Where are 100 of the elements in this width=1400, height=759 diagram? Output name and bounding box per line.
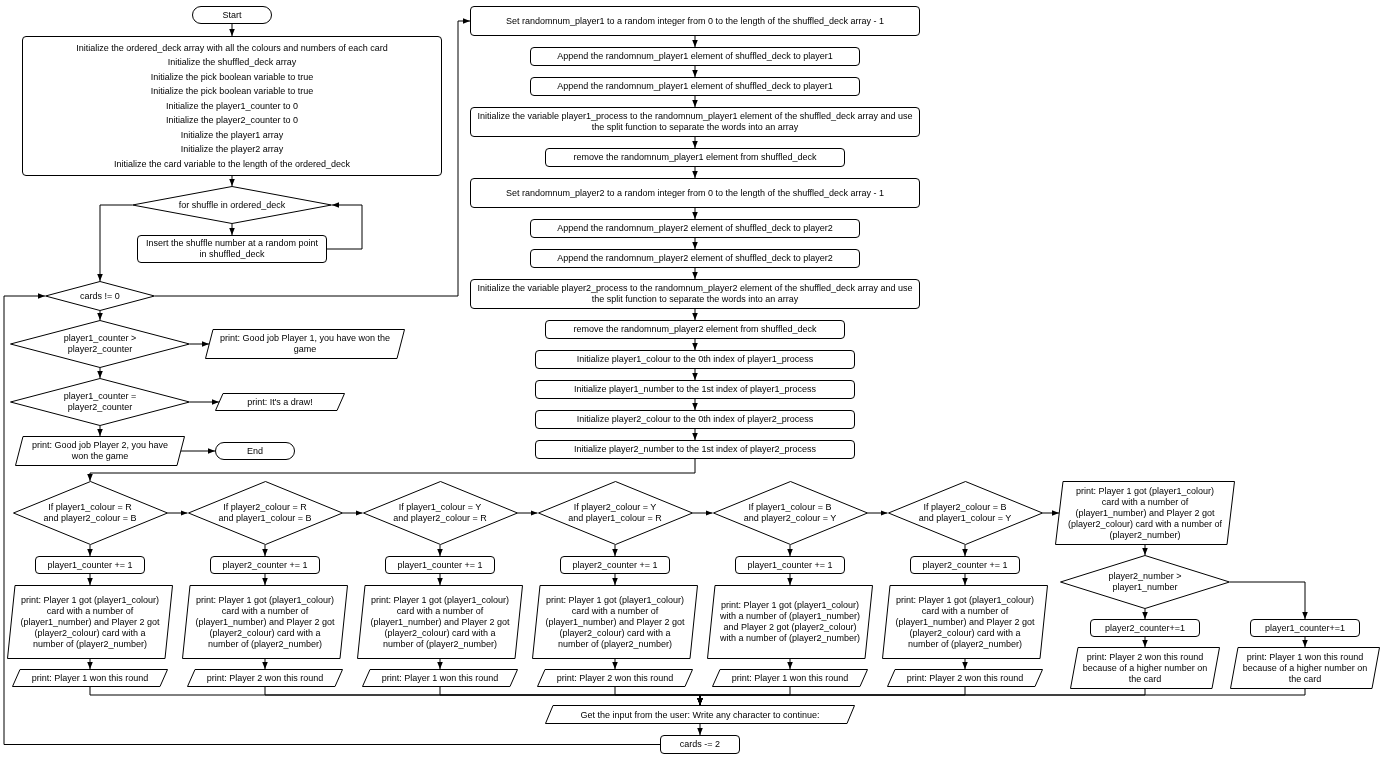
arrow	[697, 723, 703, 736]
arrow	[612, 573, 618, 586]
arrow	[437, 544, 443, 557]
arrow	[97, 310, 103, 321]
arrow	[154, 18, 471, 297]
arrow	[189, 341, 210, 347]
instruction-text: Initialize the ordered_deck array with all the colours and numbers of each card	[76, 42, 388, 54]
decision-diamond: for shuffle in ordered_deck	[132, 186, 332, 224]
arrow	[787, 573, 793, 586]
instruction-text: Initialize the pick boolean variable to true	[150, 71, 314, 83]
process-box: Initialize the variable player1_process to the randomnum_player1 element of the shuffled_deck array and use the split function to separate the words into an array	[470, 107, 920, 137]
process-box: Append the randomnum_player1 element of shuffled_deck to player1	[530, 77, 860, 96]
arrow	[612, 544, 618, 557]
arrow	[787, 658, 793, 670]
arrow	[1042, 510, 1060, 516]
process-box: player1_counter += 1	[735, 556, 845, 574]
process-box: Initialize player1_number to the 1st index of player1_process	[535, 380, 855, 399]
arrow	[692, 267, 698, 280]
io-parallelogram: print: Player 1 got (player1_colour) card with a number of (player1_number) and Player 2 got (player2_colour) card with a number of (player2_number)	[357, 585, 523, 659]
arrow	[97, 204, 133, 282]
io-parallelogram: print: Player 1 won this round	[12, 669, 168, 687]
decision-diamond: If player1_colour = Y and player2_colour = R	[362, 481, 518, 545]
io-parallelogram: print: Player 2 won this round	[187, 669, 343, 687]
arrow	[437, 658, 443, 670]
arrow	[87, 658, 93, 670]
arrow	[229, 223, 235, 236]
process-box: player2_counter += 1	[910, 556, 1020, 574]
arrow	[692, 35, 698, 48]
arrow	[262, 658, 268, 670]
io-parallelogram: print: It's a draw!	[215, 393, 345, 411]
process-box: Initialize player1_colour to the 0th index of player1_process	[535, 350, 855, 369]
io-parallelogram: print: Player 1 got (player1_colour) card with a number of (player1_number) and Player 2 got (player2_colour) card with a number of (player2_number)	[182, 585, 348, 659]
io-parallelogram: print: Player 1 won this round because of a higher number on the card	[1230, 647, 1380, 689]
io-parallelogram: print: Player 1 got (player1_colour) card with a number of (player1_number) and Player 2 got (player2_colour) card with a number of (player2_number)	[1055, 481, 1235, 545]
decision-diamond: If player2_colour = R and player1_colour = B	[187, 481, 343, 545]
arrow	[692, 95, 698, 108]
arrow	[692, 308, 698, 321]
decision-diamond: player1_counter = player2_counter	[10, 378, 190, 426]
process-box: Set randomnum_player1 to a random integer from 0 to the length of the shuffled_deck array - 1	[470, 6, 920, 36]
arrow	[167, 510, 188, 516]
process-box: Initialize player2_colour to the 0th index of player2_process	[535, 410, 855, 429]
arrow	[189, 399, 220, 405]
decision-diamond: player2_number > player1_number	[1060, 555, 1230, 609]
arrow	[1229, 581, 1308, 620]
arrow	[437, 573, 443, 586]
arrow	[180, 448, 216, 454]
arrow	[1142, 544, 1148, 556]
io-parallelogram: print: Player 1 got (player1_colour) with a number of (player1_number) and Player 2 got (player2_colour) with a number of (player2_number)	[707, 585, 873, 659]
arrow	[87, 544, 93, 557]
io-parallelogram: print: Player 2 won this round because of a higher number on the card	[1070, 647, 1220, 689]
arrow	[87, 458, 696, 482]
arrow	[326, 202, 363, 250]
process-box: player2_counter += 1	[560, 556, 670, 574]
arrow	[697, 688, 1306, 706]
arrow	[962, 573, 968, 586]
arrow	[1302, 636, 1308, 648]
arrow	[229, 23, 235, 37]
io-parallelogram: print: Good job Player 1, you have won the game	[205, 329, 405, 359]
process-box: player1_counter += 1	[35, 556, 145, 574]
process-box: player2_counter += 1	[210, 556, 320, 574]
io-parallelogram: Get the input from the user: Write any character to continue:	[545, 705, 855, 724]
decision-diamond: cards != 0	[45, 281, 155, 311]
arrow	[3, 293, 661, 745]
arrow	[692, 237, 698, 250]
io-parallelogram: print: Player 2 won this round	[537, 669, 693, 687]
process-box: Append the randomnum_player2 element of shuffled_deck to player2	[530, 249, 860, 268]
io-parallelogram: print: Player 1 won this round	[362, 669, 518, 687]
arrow	[692, 166, 698, 179]
io-parallelogram: print: Player 2 won this round	[887, 669, 1043, 687]
io-parallelogram: print: Player 1 won this round	[712, 669, 868, 687]
instruction-text: Initialize the player1 array	[180, 129, 284, 141]
arrow	[867, 510, 888, 516]
arrow	[692, 65, 698, 78]
process-box: Append the randomnum_player2 element of shuffled_deck to player2	[530, 219, 860, 238]
arrow	[1142, 608, 1148, 620]
process-box: player1_counter += 1	[385, 556, 495, 574]
terminal-pill: End	[215, 442, 295, 460]
arrow	[962, 544, 968, 557]
decision-diamond: If player2_colour = B and player1_colour = Y	[887, 481, 1043, 545]
process-box: remove the randomnum_player1 element from shuffled_deck	[545, 148, 845, 167]
process-box	[22, 36, 442, 176]
decision-diamond: If player1_colour = B and player2_colour = Y	[712, 481, 868, 545]
process-box: player2_counter+=1	[1090, 619, 1200, 637]
io-parallelogram: print: Player 1 got (player1_colour) card with a number of (player1_number) and Player 2 got (player2_colour) card with a number of (player2_number)	[7, 585, 173, 659]
process-box: player1_counter+=1	[1250, 619, 1360, 637]
arrow	[612, 658, 618, 670]
decision-diamond: If player2_colour = Y and player1_colour = R	[537, 481, 693, 545]
io-parallelogram: print: Player 1 got (player1_colour) card with a number of (player1_number) and Player 2 got (player2_colour) card with a number of (player2_number)	[532, 585, 698, 659]
io-parallelogram: print: Player 1 got (player1_colour) card with a number of (player1_number) and Player 2 got (player2_colour) card with a number of (player2_number)	[882, 585, 1048, 659]
process-box: Set randomnum_player2 to a random integer from 0 to the length of the shuffled_deck array - 1	[470, 178, 920, 208]
instruction-text: Initialize the player2_counter to 0	[165, 115, 299, 126]
instruction-text: Initialize the player2 array	[180, 144, 284, 155]
arrow	[262, 544, 268, 557]
process-box: Append the randomnum_player1 element of shuffled_deck to player1	[530, 47, 860, 66]
instruction-text: Initialize the player1_counter to 0	[165, 100, 299, 112]
arrow	[692, 136, 698, 149]
arrow	[692, 510, 713, 516]
process-box: Initialize player2_number to the 1st index of player2_process	[535, 440, 855, 459]
instruction-text: Initialize the pick boolean variable to true	[150, 86, 314, 97]
process-box: Initialize the variable player2_process to the randomnum_player2 element of the shuffled_deck array and use the split function to separate the words into an array	[470, 279, 920, 309]
